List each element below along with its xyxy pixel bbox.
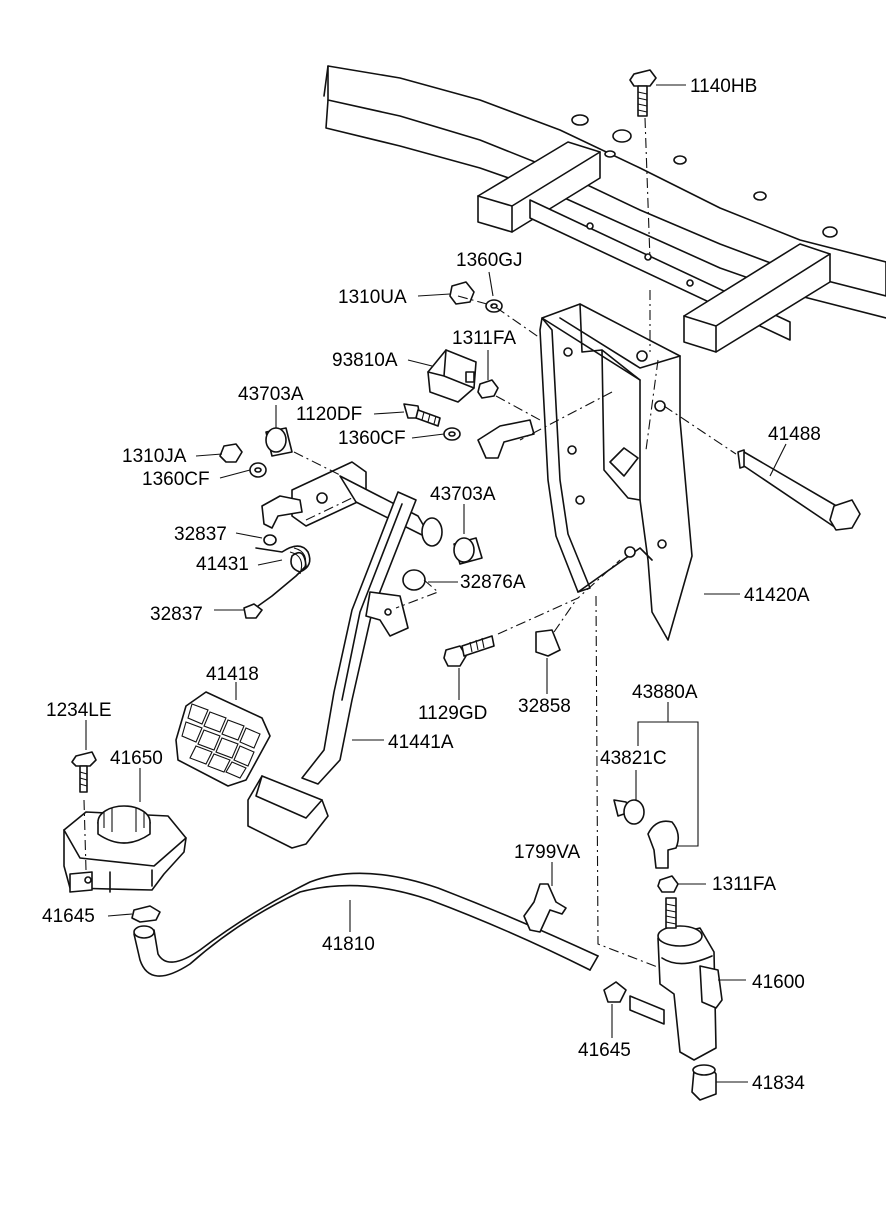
- part-labels: 1140HB 1360GJ 1310UA 1311FA 93810A 43703…: [42, 76, 821, 1094]
- clip-32837-upper: [263, 534, 277, 546]
- bolt-1129gd: [443, 635, 495, 667]
- pedal-pad-41418: [175, 691, 271, 787]
- label-1129gd: 1129GD: [418, 703, 487, 724]
- label-1140hb: 1140HB: [690, 76, 757, 97]
- pin-41488: [737, 449, 861, 531]
- nut-1311fa-lower: [657, 875, 679, 893]
- nut-1310ua: [449, 281, 475, 305]
- label-41431: 41431: [196, 554, 249, 575]
- bracket-clip: [477, 419, 535, 459]
- clamp-41645-right: [603, 981, 627, 1003]
- clip-32837-lower: [243, 603, 263, 619]
- label-41650: 41650: [110, 748, 163, 769]
- nut-1310ja: [219, 443, 243, 463]
- clamp-41645-left: [131, 905, 161, 923]
- clevis-43880a: [647, 820, 680, 869]
- clip-1799va: [523, 883, 567, 933]
- bolt-1140hb: [629, 69, 657, 117]
- label-41834: 41834: [752, 1073, 805, 1094]
- label-41441a: 41441A: [388, 732, 454, 753]
- washer-1360cf-lower: [249, 462, 267, 478]
- master-cylinder-41600: [629, 897, 723, 1061]
- hose-41810: [133, 872, 599, 977]
- pedal-bracket-41420a: [539, 303, 693, 641]
- label-1310ua: 1310UA: [338, 287, 407, 308]
- label-41645-left: 41645: [42, 906, 95, 927]
- leader-lines: [85, 84, 787, 1083]
- pedal-arm-41441a: [247, 461, 443, 849]
- clevis-pin-43821c: [613, 799, 645, 825]
- bolt-1120df: [403, 403, 441, 427]
- label-1360cf-upper: 1360CF: [338, 428, 406, 449]
- reservoir-41650: [63, 805, 187, 893]
- label-1234le: 1234LE: [46, 700, 112, 721]
- label-1311fa-lower: 1311FA: [712, 874, 776, 895]
- label-41418: 41418: [206, 664, 259, 685]
- label-32876a: 32876A: [460, 572, 526, 593]
- label-1310ja: 1310JA: [122, 446, 187, 467]
- label-43821c: 43821C: [600, 748, 667, 769]
- bushing-43703a-left: [265, 427, 293, 457]
- label-41488: 41488: [768, 424, 821, 445]
- nut-1311fa-upper: [477, 379, 499, 399]
- label-93810a: 93810A: [332, 350, 398, 371]
- bushing-43703a-right: [453, 537, 483, 565]
- label-32837-upper: 32837: [174, 524, 227, 545]
- label-32858: 32858: [518, 696, 571, 717]
- alignment-lines: [83, 117, 737, 969]
- label-41810: 41810: [322, 934, 375, 955]
- label-41600: 41600: [752, 972, 805, 993]
- label-1120df: 1120DF: [296, 404, 362, 425]
- label-43703a-right: 43703A: [430, 484, 496, 505]
- label-43703a-left: 43703A: [238, 384, 304, 405]
- stopper-32858: [535, 629, 561, 657]
- washer-1360cf-upper: [443, 427, 461, 441]
- label-43880a: 43880A: [632, 682, 698, 703]
- screw-1234le: [71, 751, 97, 793]
- label-41420a: 41420A: [744, 585, 810, 606]
- bracket-small-clip: [261, 495, 303, 529]
- bumper-32876a: [402, 569, 426, 591]
- label-1360cf-lower: 1360CF: [142, 469, 210, 490]
- spring-41431: [255, 545, 311, 607]
- fitting-41834: [691, 1064, 717, 1101]
- label-1799va: 1799VA: [514, 842, 581, 863]
- cross-member: [477, 141, 831, 353]
- switch-93810a: [427, 349, 477, 403]
- label-41645-right: 41645: [578, 1040, 631, 1061]
- label-32837-lower: 32837: [150, 604, 203, 625]
- label-1311fa-upper: 1311FA: [452, 328, 516, 349]
- label-1360gj: 1360GJ: [456, 250, 523, 271]
